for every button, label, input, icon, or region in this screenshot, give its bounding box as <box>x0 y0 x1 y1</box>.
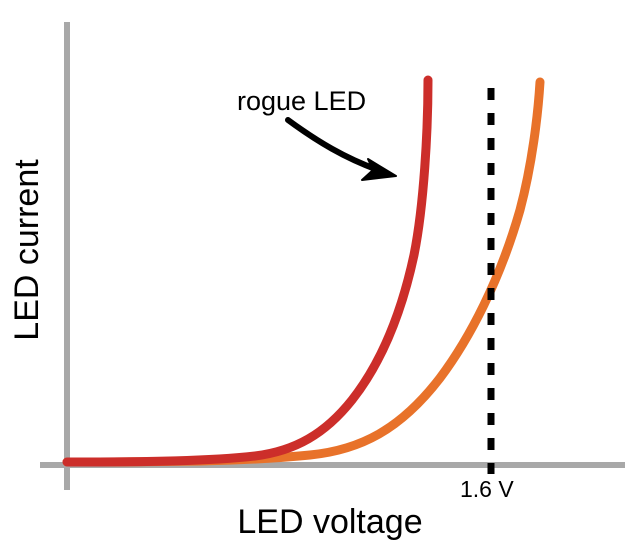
rogue-led-annotation-label: rogue LED <box>237 86 366 116</box>
rogue-led-curve <box>62 75 433 467</box>
y-axis-title: LED current <box>8 159 46 341</box>
annotation-arrow-head <box>361 158 397 181</box>
x-axis-title: LED voltage <box>237 503 422 541</box>
voltage-tick-label: 1.6 V <box>460 476 514 502</box>
annotation-arrow-shaft <box>285 117 381 173</box>
